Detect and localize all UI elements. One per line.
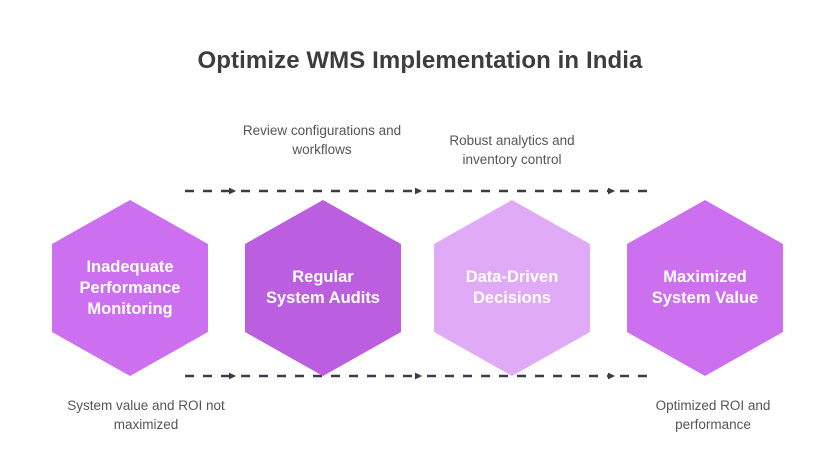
callout-bottom-system-value-not-maximized: System value and ROI not maximized bbox=[67, 398, 225, 432]
hexagon-label: Inadequate Performance Monitoring bbox=[79, 257, 181, 318]
page-title: Optimize WMS Implementation in India bbox=[197, 47, 643, 74]
hexagon-label: Data-Driven Decisions bbox=[465, 268, 559, 307]
callout-bottom-optimized-roi: Optimized ROI and performance bbox=[655, 398, 771, 432]
callout-top-review-configurations: Review configurations and workflows bbox=[242, 123, 402, 157]
hexagon-node-maximized-system-value[interactable]: Maximized System Value bbox=[627, 200, 783, 376]
hexagon-node-data-driven-decisions[interactable]: Data-Driven Decisions bbox=[434, 200, 590, 376]
hexagon-node-inadequate-performance-monitoring[interactable]: Inadequate Performance Monitoring bbox=[52, 200, 208, 376]
hexagon-label: Regular System Audits bbox=[265, 268, 380, 307]
callout-top-robust-analytics: Robust analytics and inventory control bbox=[449, 133, 575, 167]
hexagon-node-regular-system-audits[interactable]: Regular System Audits bbox=[245, 200, 401, 376]
hexagon-row: Inadequate Performance Monitoring Regula… bbox=[0, 200, 840, 376]
hexagon-label: Maximized System Value bbox=[651, 268, 759, 307]
